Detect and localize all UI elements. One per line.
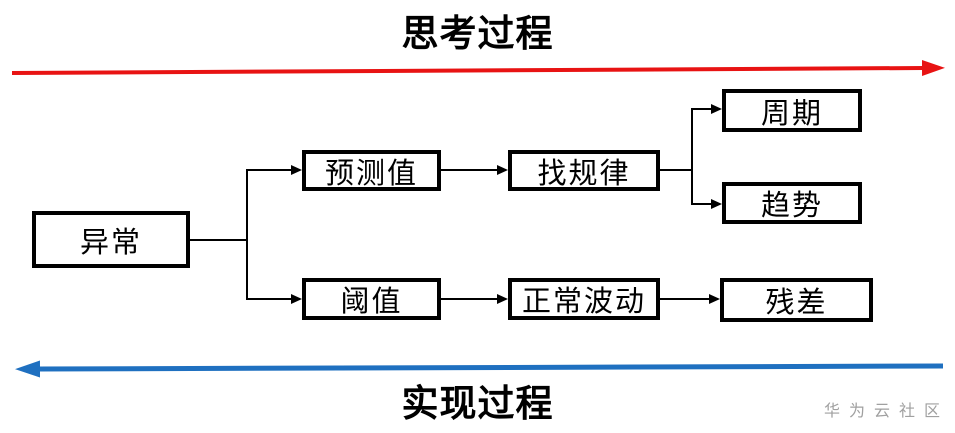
node-trend-label: 趋势 [760, 190, 823, 222]
title-thinking-process: 思考过程 [401, 13, 554, 54]
node-predicted-value: 预测值 [302, 150, 441, 191]
thinking-process-arrow [11, 60, 945, 77]
node-normal-fluctuation-label: 正常波动 [521, 286, 646, 318]
node-residual-label: 残差 [765, 287, 828, 319]
node-residual: 残差 [720, 278, 873, 322]
node-threshold: 阈值 [302, 278, 441, 320]
node-normal-fluctuation: 正常波动 [508, 278, 660, 320]
node-find-pattern: 找规律 [508, 150, 660, 191]
node-anomaly: 异常 [32, 211, 190, 268]
implementation-process-arrow [15, 360, 944, 378]
node-predicted-value-label: 预测值 [324, 157, 418, 190]
watermark-huawei-cloud-community: 华为云社区 [823, 403, 949, 420]
node-period-label: 周期 [760, 97, 823, 130]
node-find-pattern-label: 找规律 [537, 157, 631, 190]
title-implementation-process: 实现过程 [401, 383, 554, 424]
node-period: 周期 [722, 89, 862, 132]
node-threshold-label: 阈值 [340, 286, 403, 318]
node-anomaly-label: 异常 [79, 226, 142, 259]
node-trend: 趋势 [722, 182, 862, 224]
